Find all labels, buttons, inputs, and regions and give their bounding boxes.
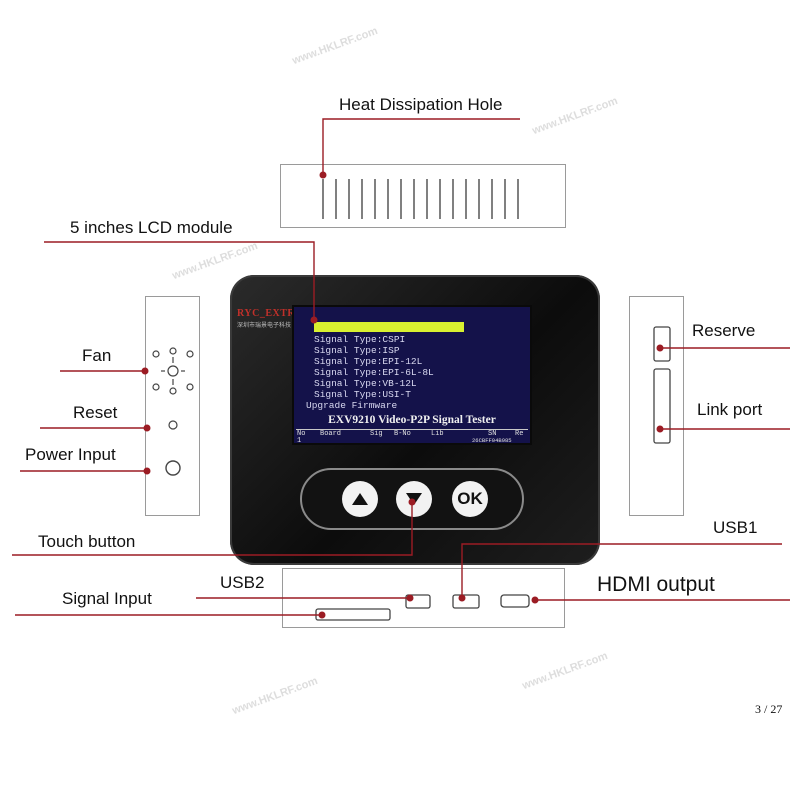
lcd-menu-line: Signal Type:USI-T [314, 389, 411, 400]
down-button[interactable] [396, 481, 432, 517]
signal-input-port [315, 608, 391, 621]
watermark: www.HKLRF.com [520, 649, 610, 693]
lcd-title: EXV9210 Video-P2P Signal Tester [328, 414, 496, 426]
lcd-screen: Signal Type:CSPI Signal Type:ISP Signal … [292, 305, 532, 445]
triangle-up-icon [352, 493, 368, 505]
lcd-col-board: Board [320, 430, 342, 438]
lcd-menu-line: Signal Type:EPI-6L-8L [314, 367, 434, 378]
reserve-port [653, 326, 671, 362]
lcd-col-sn: SN [488, 430, 497, 438]
lcd-selected-line [314, 322, 464, 332]
reset-hole [168, 420, 178, 430]
ok-button[interactable]: OK [452, 481, 488, 517]
lcd-menu-line: Signal Type:ISP [314, 345, 400, 356]
brand-subtitle: 深圳市瑞景电子科技 [237, 323, 292, 329]
lcd-col-lib: Lib [431, 430, 444, 438]
watermark: www.HKLRF.com [290, 24, 380, 68]
up-button[interactable] [342, 481, 378, 517]
label-reserve: Reserve [692, 321, 756, 340]
lcd-col-no: No [297, 430, 306, 438]
touch-button-strip: OK [300, 468, 524, 530]
label-reset: Reset [73, 403, 118, 422]
usb1-port [452, 594, 480, 609]
triangle-down-icon [406, 493, 422, 505]
lcd-menu-line: Upgrade Firmware [306, 400, 398, 411]
lcd-row-sn: 26CBFF04B985 [472, 437, 512, 444]
usb2-port [405, 594, 431, 609]
lcd-menu-line: Signal Type:CSPI [314, 334, 406, 345]
label-touch-button: Touch button [38, 532, 136, 551]
label-usb2: USB2 [220, 573, 265, 592]
right-side-panel [629, 296, 684, 516]
watermark: www.HKLRF.com [530, 94, 620, 138]
fan-icon [152, 347, 194, 395]
heat-dissipation-panel [280, 164, 566, 228]
label-lcd-module: 5 inches LCD module [70, 218, 233, 237]
label-power-input: Power Input [25, 445, 116, 464]
left-side-panel [145, 296, 200, 516]
lcd-col-bno: B-No [394, 430, 411, 438]
link-port [653, 368, 671, 444]
power-input-jack [165, 460, 181, 476]
label-usb1: USB1 [713, 518, 758, 537]
hdmi-port [500, 594, 530, 608]
page-number: 3 / 27 [755, 702, 783, 716]
label-fan: Fan [82, 346, 112, 365]
lcd-menu-line: Signal Type:VB-12L [314, 378, 417, 389]
label-heat-dissipation: Heat Dissipation Hole [339, 95, 503, 114]
lcd-col-re: Re [515, 430, 524, 438]
lcd-menu-line: Signal Type:EPI-12L [314, 356, 423, 367]
label-signal-input: Signal Input [62, 589, 152, 608]
lcd-row-no: 1 [297, 437, 302, 445]
lcd-table: No Board Sig B-No Lib SN Re 1 26CBFF04B9… [296, 429, 528, 445]
watermark: www.HKLRF.com [230, 674, 320, 718]
bottom-panel [282, 568, 565, 628]
label-hdmi-output: HDMI output [597, 573, 715, 596]
lcd-col-sig: Sig [370, 430, 383, 438]
label-link-port: Link port [697, 400, 763, 419]
